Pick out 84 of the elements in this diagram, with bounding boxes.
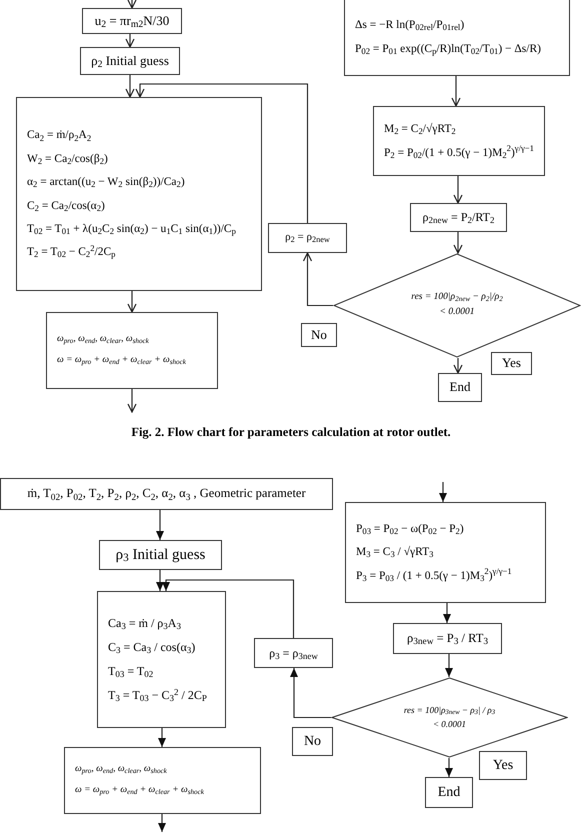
- process-box: [292, 727, 333, 756]
- flow-arrow: [162, 579, 294, 638]
- formula-text: ṁ, T$_{02}$, P$_{02}$, T$_{2}$, P$_{2}$, ρ$_{2}$, C$_{2}$, α$_{2}$, α$_{3}$ , Geometric parameter: [27, 486, 306, 502]
- process-box: [80, 47, 180, 75]
- formula-text: Ca$_{3}$ = ṁ / ρ$_{3}$A$_{3}$: [108, 616, 181, 631]
- formula-text: res = 100|ρ$_{2new}$ − ρ$_{2}$|/ρ$_{2}$: [411, 292, 503, 304]
- formula-text: Yes: [492, 756, 514, 774]
- flow-arrow: [125, 34, 135, 48]
- formula-text: No: [304, 732, 322, 750]
- formula-text: T$_{3}$ = T$_{03}$ − C$_{3}$$^{2}$ / 2C$_{P}$: [108, 688, 207, 703]
- process-box: [16, 97, 262, 291]
- process-box: [491, 352, 532, 375]
- formula-text: ρ$_{2}$ Initial guess: [91, 52, 169, 70]
- flow-arrow: [453, 176, 463, 204]
- flow-arrow: [290, 668, 331, 718]
- formula-text: u$_{2}$ = πr$_{m2}$N/30: [94, 12, 170, 30]
- formula-text: ω$_{pro}$, ω$_{end}$, ω$_{clear}$, ω$_{shock}$: [57, 334, 149, 346]
- formula-text: ω = ω$_{pro}$ + ω$_{end}$ + ω$_{clear}$ + ω$_{shock}$: [75, 785, 204, 797]
- formula-text: T$_{03}$ = T$_{02}$: [108, 664, 154, 679]
- formula-text: M$_{2}$ = C$_{2}$/√γRT$_{2}$: [384, 122, 456, 136]
- flow-arrow: [445, 654, 453, 677]
- process-box: [373, 106, 545, 176]
- process-box: [425, 777, 473, 808]
- formula-text: ρ$_{3}$ Initial guess: [116, 546, 206, 564]
- decision-diamond: [333, 253, 581, 358]
- formula-text: W$_{2}$ = Ca$_{2}$/cos(β$_{2}$): [27, 152, 108, 166]
- process-box: [0, 478, 333, 510]
- flow-arrow: [453, 232, 463, 254]
- formula-text: ω$_{pro}$, ω$_{end}$, ω$_{clear}$, ω$_{shock}$: [75, 764, 167, 776]
- process-box: [438, 373, 482, 402]
- process-box: [46, 312, 218, 389]
- process-box: [410, 203, 507, 232]
- formula-text: End: [438, 784, 460, 802]
- formula-text: ρ$_{2new}$ = P$_{2}$/RT$_{2}$: [422, 210, 494, 225]
- formula-text: ρ$_{3}$ = ρ$_{3new}$: [269, 646, 318, 660]
- process-box: [254, 638, 333, 668]
- flow-arrow: [439, 482, 447, 502]
- flow-arrow: [443, 603, 451, 623]
- process-box: [268, 223, 347, 253]
- formula-text: Δs = −R ln(P$_{02rel}$/P$_{01rel}$): [355, 18, 464, 32]
- formula-text: < 0.0001: [432, 719, 466, 730]
- process-box: [64, 747, 261, 814]
- formula-text: P$_{03}$ = P$_{02}$ − ω(P$_{02}$ − P$_{2}$): [356, 522, 464, 536]
- formula-text: P$_{2}$ = P$_{02}$/(1 + 0.5(γ − 1)M$_{2}$$^{2}$)$^{γ/γ−1}$: [384, 146, 534, 160]
- formula-text: M$_{3}$ = C$_{3}$ / √γRT$_{3}$: [356, 545, 434, 560]
- flow-arrow: [127, 0, 137, 9]
- decision-diamond: [331, 677, 568, 758]
- formula-text: C$_{2}$ = Ca$_{2}$/cos(α$_{2}$): [27, 198, 105, 213]
- formula-text: < 0.0001: [440, 307, 474, 319]
- flow-arrow: [302, 252, 333, 306]
- process-box: [393, 623, 502, 654]
- flow-arrow: [127, 389, 137, 413]
- flow-arrow: [127, 291, 137, 313]
- process-box: [344, 0, 570, 76]
- process-box: [479, 751, 527, 780]
- formula-text: ρ$_{3new}$ = P$_{3}$ / RT$_{3}$: [406, 630, 488, 646]
- flow-arrow: [158, 728, 166, 747]
- formula-text: Yes: [502, 355, 521, 372]
- formula-text: Ca$_{2}$ = ṁ/ρ$_{2}$A$_{2}$: [27, 128, 92, 143]
- flow-arrow: [125, 75, 135, 98]
- process-box: [345, 502, 546, 603]
- formula-text: T$_{02}$ = T$_{01}$ + λ(u$_{2}$C$_{2}$ sin(α$_{2}$) − u$_{1}$C$_{1}$ sin(α$_{1}$))/C$_{p}$: [27, 222, 236, 236]
- figure-caption: Fig. 2. Flow chart for parameters calculation at rotor outlet.: [130, 424, 452, 441]
- flow-arrow: [156, 570, 164, 591]
- formula-text: P$_{02}$ = P$_{01}$ exp((C$_{p}$/R)ln(T$_{02}$/T$_{01}$) − Δs/R): [355, 42, 541, 56]
- process-box: [97, 591, 226, 728]
- flow-arrow: [453, 358, 463, 374]
- formula-text: End: [450, 379, 470, 396]
- formula-text: T$_{2}$ = T$_{02}$ − C$_{2}$$^{2}$/2C$_{p}$: [27, 245, 116, 260]
- formula-text: α$_{2}$ = arctan((u$_{2}$ − W$_{2}$ sin(β$_{2}$))/Ca$_{2}$): [27, 175, 185, 190]
- flow-arrow: [451, 76, 461, 107]
- formula-text: P$_{3}$ = P$_{03}$ / (1 + 0.5(γ − 1)M$_{3}$$^{2}$)$^{γ/γ−1}$: [356, 568, 512, 584]
- formula-text: C$_{3}$ = Ca$_{3}$ / cos(α$_{3}$): [108, 640, 196, 655]
- flow-arrow: [445, 758, 453, 777]
- formula-text: No: [311, 326, 327, 344]
- process-box: [99, 540, 222, 570]
- formula-text: ρ$_{2}$ = ρ$_{2new}$: [285, 231, 330, 245]
- formula-text: ω = ω$_{pro}$ + ω$_{end}$ + ω$_{clear}$ + ω$_{shock}$: [57, 355, 186, 367]
- process-box: [301, 323, 337, 347]
- flow-arrow: [158, 814, 166, 832]
- flow-arrow: [156, 510, 164, 540]
- formula-text: res = 100|ρ$_{3new}$ − ρ$_{3}$| / ρ$_{3}$: [404, 704, 496, 716]
- process-box: [82, 8, 182, 34]
- flow-arrow: [135, 83, 308, 223]
